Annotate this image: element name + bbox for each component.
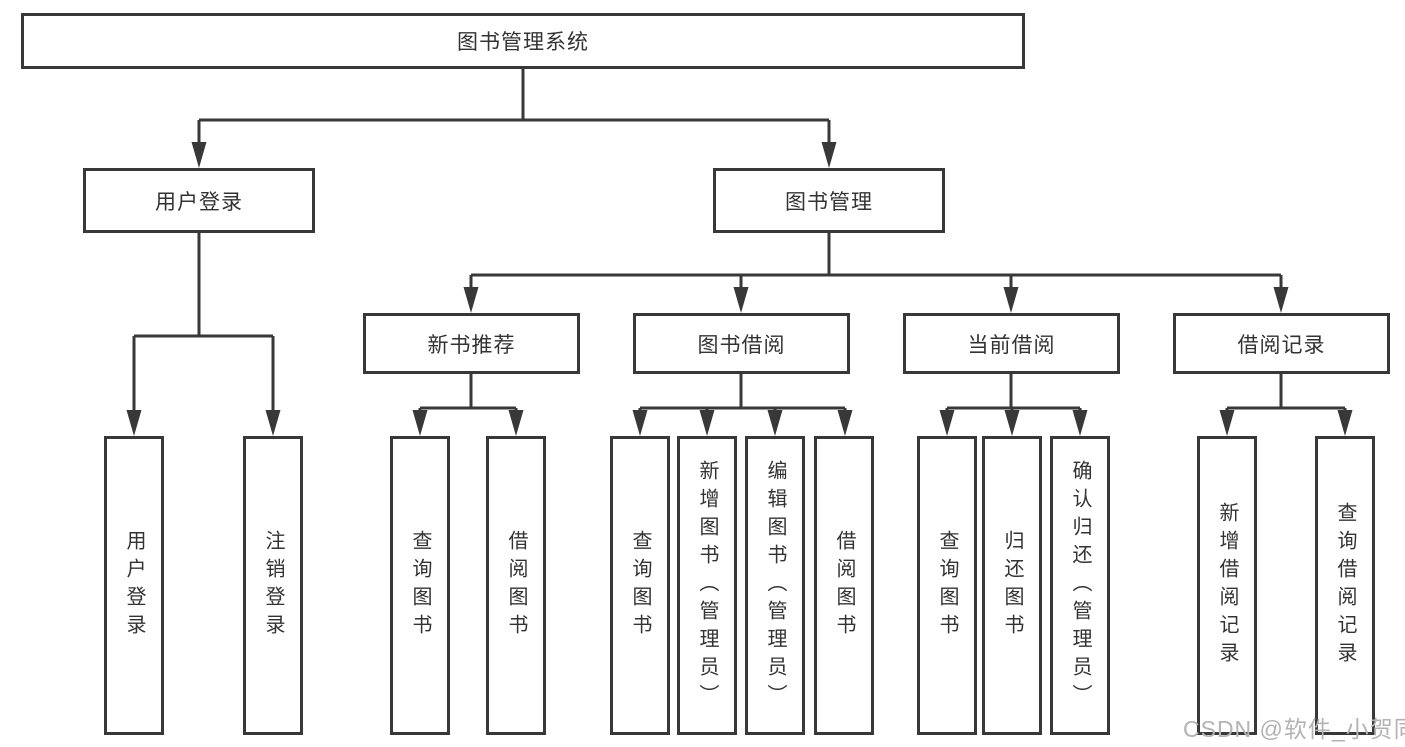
leaf-user-login-label: 用户登录 [123,529,145,642]
leaf-query-book-borrow: 查询图书 [610,436,670,735]
leaf-confirm-return-admin-label: 确认归还（管理员） [1069,459,1091,712]
leaf-query-book-current-label: 查询图书 [936,529,958,642]
leaf-add-book-admin-label: 新增图书（管理员） [696,459,718,712]
csdn-watermark: CSDN @软件_小贺同学 [1183,716,1405,742]
leaf-add-book-admin: 新增图书（管理员） [677,436,737,735]
node-current-borrowing: 当前借阅 [903,313,1120,374]
node-book-management: 图书管理 [713,168,945,233]
leaf-borrow-book-new: 借阅图书 [486,436,546,735]
leaf-return-book-label: 归还图书 [1001,529,1023,642]
leaf-add-borrow-record-label: 新增借阅记录 [1216,501,1238,670]
leaf-query-borrow-record: 查询借阅记录 [1315,436,1375,735]
leaf-query-book-new: 查询图书 [390,436,450,735]
leaf-edit-book-admin-label: 编辑图书（管理员） [764,459,786,712]
node-borrowing-records: 借阅记录 [1173,313,1390,374]
leaf-confirm-return-admin: 确认归还（管理员） [1050,436,1110,735]
leaf-borrow-book: 借阅图书 [814,436,874,735]
node-book-borrowing: 图书借阅 [633,313,850,374]
leaf-query-book-new-label: 查询图书 [409,529,431,642]
node-user-login: 用户登录 [83,168,315,233]
leaf-add-borrow-record: 新增借阅记录 [1197,436,1257,735]
leaf-borrow-book-new-label: 借阅图书 [505,529,527,642]
leaf-query-book-borrow-label: 查询图书 [629,529,651,642]
leaf-return-book: 归还图书 [982,436,1042,735]
leaf-borrow-book-label: 借阅图书 [833,529,855,642]
leaf-logout-label: 注销登录 [262,529,284,642]
leaf-user-login: 用户登录 [104,436,164,735]
leaf-edit-book-admin: 编辑图书（管理员） [745,436,805,735]
leaf-logout: 注销登录 [243,436,303,735]
node-new-book-recommend: 新书推荐 [363,313,580,374]
node-root-library-system: 图书管理系统 [21,13,1025,69]
leaf-query-book-current: 查询图书 [917,436,977,735]
leaf-query-borrow-record-label: 查询借阅记录 [1334,501,1356,670]
